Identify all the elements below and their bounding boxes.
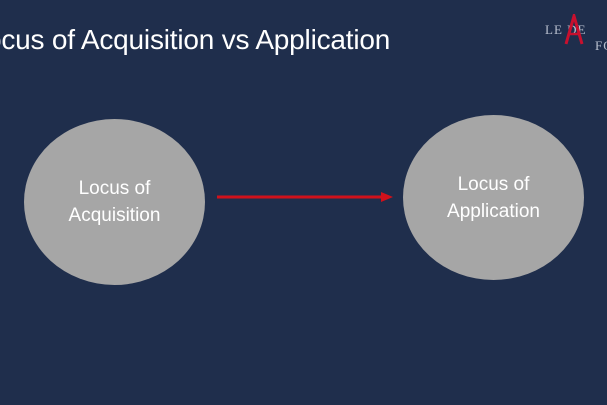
company-logo: LE DE FO bbox=[543, 14, 607, 58]
node-label-line-1: Locus of bbox=[78, 178, 151, 199]
node-label-line-2: Acquisition bbox=[68, 205, 161, 226]
logo-text-line-2: FO bbox=[595, 38, 607, 53]
connector-arrow bbox=[217, 192, 393, 202]
node-locus-of-acquisition: Locus of Acquisition bbox=[24, 119, 205, 285]
node-label-line-2: Application bbox=[447, 200, 540, 222]
slide-title: ocus of Acquisition vs Application bbox=[0, 24, 391, 55]
node-label-line-1: Locus of bbox=[457, 173, 530, 195]
node-locus-of-application: Locus of Application bbox=[403, 115, 584, 280]
logo-a-mark-icon bbox=[564, 14, 584, 45]
